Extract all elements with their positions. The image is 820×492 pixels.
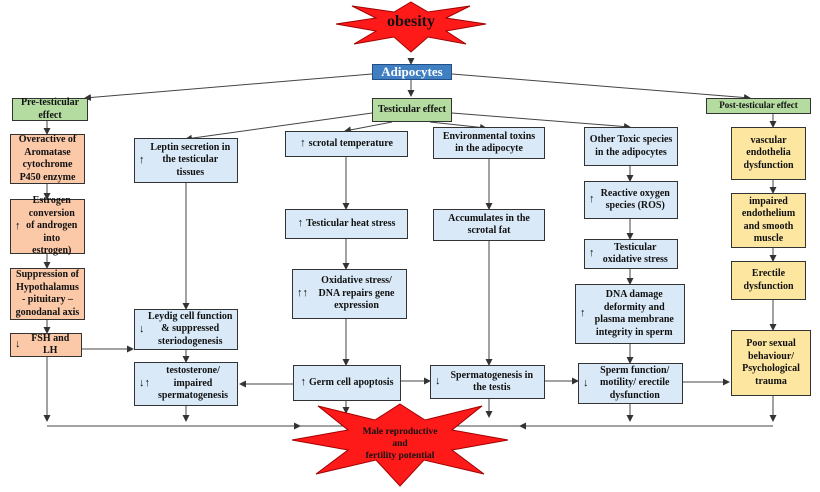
scrotal-fat-box: Accumulates in the scrotal fat [433, 209, 545, 241]
fsh-lh-box: ↓FSH and LH [10, 333, 82, 357]
aromatase-box: Overactive of Aromatase cytochrome P450 … [10, 134, 85, 184]
obesity-label: obesity [387, 13, 435, 30]
testicular-oxidative-stress-box: ↑Testicular oxidative stress [584, 239, 678, 269]
erectile-dysfunction-box: Erectile dysfunction [731, 261, 806, 300]
germ-cell-apoptosis-box: ↑Germ cell apoptosis [293, 365, 401, 401]
scrotal-temperature-box: ↑scrotal temperature [285, 131, 408, 157]
down-arrow-icon: ↓ [583, 376, 589, 389]
up-arrow-icon: ↑↑ [297, 287, 308, 300]
down-up-arrow-icon: ↓↑ [139, 377, 150, 390]
dna-damage-box: ↑DNA damage deformity and plasma membran… [575, 284, 685, 344]
poor-sexual-behaviour-box: Poor sexual behaviour/ Psychological tra… [731, 330, 811, 396]
up-arrow-icon: ↑ [300, 376, 307, 389]
up-arrow-icon: ↑ [15, 219, 21, 232]
outcome-line-2: and [392, 438, 408, 449]
sperm-function-box: ↓Sperm function/ motility/ erectile dysf… [578, 363, 683, 404]
outcome-label: Male reproductive and fertility potentia… [338, 427, 462, 463]
spermatogenesis-box: ↓Spermatogenesis in the testis [430, 365, 545, 399]
up-arrow-icon: ↑ [589, 193, 595, 206]
pre-testicular-header: Pre-testicular effect [12, 97, 88, 121]
up-arrow-icon: ↑ [580, 307, 586, 320]
testicular-header: Testicular effect [372, 98, 452, 122]
estrogen-box: ↑Estrogen conversion of androgen into es… [10, 195, 85, 256]
ros-box: ↑Reactive oxygen species (ROS) [584, 181, 678, 219]
down-arrow-icon: ↓ [139, 322, 145, 335]
vascular-dysfunction-box: vascular endothelia dysfunction [731, 127, 806, 180]
testosterone-box: ↓↑testosterone/ impaired spermatogenesis [134, 362, 238, 406]
adipocytes-box: Adipocytes [372, 64, 452, 80]
obesity-star [335, 1, 487, 53]
up-arrow-icon: ↑ [300, 137, 306, 150]
oxidative-stress-box: ↑↑Oxidative stress/ DNA repairs gene exp… [292, 269, 407, 319]
hpg-suppression-box: Suppression of Hypothalamus - pituitary … [10, 268, 85, 320]
down-arrow-icon: ↓ [15, 338, 21, 351]
heat-stress-box: ↑Testicular heat stress [285, 209, 408, 239]
up-arrow-icon: ↑ [297, 217, 304, 230]
environmental-toxins-box: Environmental toxins in the adipocyte [433, 127, 545, 159]
outcome-line-3: fertility potential [365, 450, 435, 461]
leydig-box: ↓Leydig cell function & suppressed steri… [134, 309, 238, 350]
up-arrow-icon: ↑ [139, 153, 145, 166]
outcome-line-1: Male reproductive [362, 427, 438, 437]
impaired-endothelium-box: impaired endothelium and smooth muscle [731, 193, 806, 248]
male-reproductive-star [291, 403, 509, 487]
up-arrow-icon: ↑ [589, 247, 595, 260]
leptin-box: ↑Leptin secretion in the testicular tiss… [134, 138, 238, 183]
post-testicular-header: Post-testicular effect [706, 98, 811, 114]
down-arrow-icon: ↓ [435, 375, 441, 388]
other-toxic-species-box: Other Toxic species in the adipocytes [584, 127, 678, 166]
